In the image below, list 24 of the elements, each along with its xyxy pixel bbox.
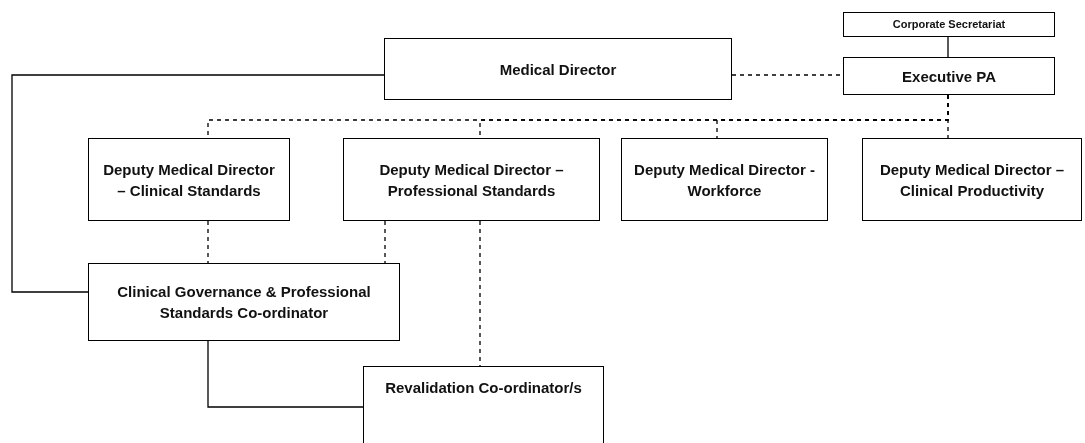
org-box bbox=[843, 12, 1055, 37]
org-box bbox=[343, 138, 600, 221]
connector-line bbox=[207, 340, 364, 408]
org-box bbox=[384, 38, 732, 100]
dashed-connector bbox=[384, 220, 386, 264]
role-title: Deputy Medical Director - Workforce bbox=[633, 159, 816, 201]
role-title: Deputy Medical Director – Clinical Standards bbox=[102, 159, 276, 201]
connector-line bbox=[11, 74, 385, 293]
org-box bbox=[88, 138, 290, 221]
org-box bbox=[862, 138, 1082, 221]
role-title: Deputy Medical Director – Professional Standards bbox=[378, 159, 565, 201]
role-title: Corporate Secretariat bbox=[892, 16, 1006, 32]
role-title: Clinical Governance & Professional Standards Co-ordinator bbox=[116, 282, 372, 323]
org-box bbox=[621, 138, 828, 221]
role-title: Deputy Medical Director – Clinical Productivity bbox=[878, 159, 1066, 201]
role-title: Revalidation Co-ordinator/s bbox=[385, 378, 582, 398]
dashed-connector bbox=[947, 94, 949, 139]
org-box bbox=[88, 263, 400, 341]
role-title: Executive PA bbox=[902, 66, 996, 87]
connector-line bbox=[947, 36, 949, 58]
dashed-connector bbox=[207, 220, 209, 264]
org-box bbox=[363, 366, 604, 443]
role-title: Medical Director bbox=[499, 59, 617, 80]
org-box bbox=[843, 57, 1055, 95]
